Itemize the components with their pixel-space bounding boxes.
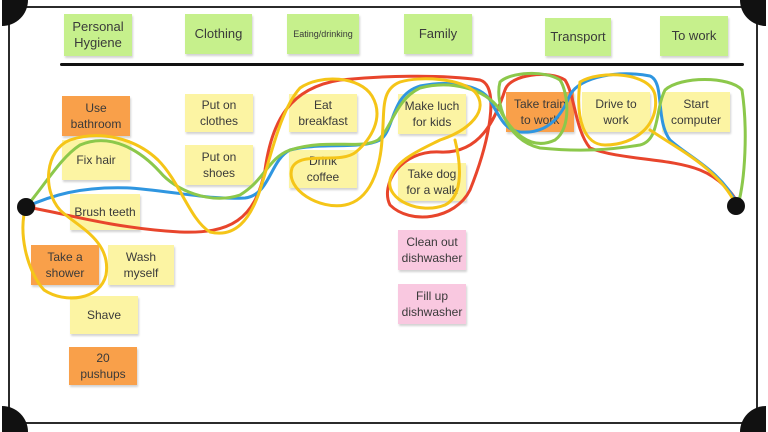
note-fill-up-dishwasher[interactable]: Fill up dishwasher [398, 284, 466, 324]
note-wash-myself[interactable]: Wash myself [108, 245, 174, 285]
header-clothing[interactable]: Clothing [185, 14, 252, 54]
note-brush-teeth[interactable]: Brush teeth [70, 194, 140, 230]
note-put-on-clothes[interactable]: Put on clothes [185, 94, 253, 132]
note-clean-out-dishwasher[interactable]: Clean out dishwasher [398, 230, 466, 270]
header-eating-drinking[interactable]: Eating/drinking [287, 14, 359, 54]
note-shave[interactable]: Shave [70, 296, 138, 334]
board-frame [8, 6, 758, 424]
note-take-a-shower[interactable]: Take a shower [31, 245, 99, 285]
note-drive-to-work[interactable]: Drive to work [582, 92, 650, 132]
note-fix-hair[interactable]: Fix hair [62, 140, 130, 180]
note-make-lunch-for-kids[interactable]: Make luch for kids [398, 94, 466, 134]
header-family[interactable]: Family [404, 14, 472, 54]
note-start-computer[interactable]: Start computer [662, 92, 730, 132]
note-take-dog-for-a-walk[interactable]: Take dog for a walk [398, 163, 466, 201]
note-use-bathroom[interactable]: Use bathroom [62, 96, 130, 136]
note-take-train-to-work[interactable]: Take train to work [506, 92, 574, 132]
header-divider-line [60, 63, 744, 66]
journey-end-point [727, 197, 745, 215]
note-20-pushups[interactable]: 20 pushups [69, 347, 137, 385]
note-drink-coffee[interactable]: Drink coffee [289, 150, 357, 188]
header-to-work[interactable]: To work [660, 16, 728, 56]
note-eat-breakfast[interactable]: Eat breakfast [289, 94, 357, 132]
header-personal-hygiene[interactable]: Personal Hygiene [64, 14, 132, 56]
header-transport[interactable]: Transport [545, 18, 611, 56]
journey-start-point [17, 198, 35, 216]
note-put-on-shoes[interactable]: Put on shoes [185, 145, 253, 185]
